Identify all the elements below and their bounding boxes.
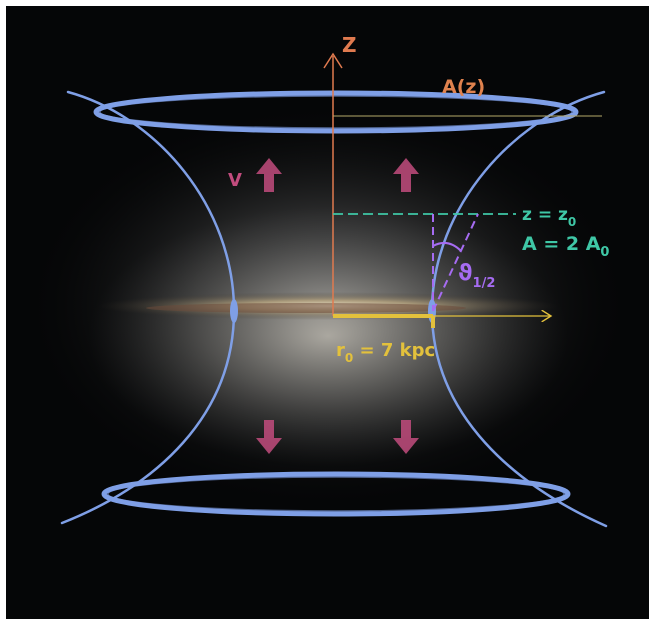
galaxy-dust-lane xyxy=(146,303,466,313)
r0-label: r0 = 7 kpc xyxy=(336,340,435,365)
flux-tube-diagram: Z A(z) V z = z0 A = 2 A0 ϑ1/2 r0 = 7 kpc xyxy=(28,33,628,528)
z0-subscript: 0 xyxy=(568,215,576,229)
a-eq-subscript: 0 xyxy=(600,245,609,260)
r0-value: = 7 kpc xyxy=(353,340,435,361)
bottom-ring xyxy=(101,471,571,517)
bottom-ring-inner xyxy=(107,476,565,512)
r0-subscript: 0 xyxy=(345,351,353,365)
theta-symbol: ϑ xyxy=(458,261,473,286)
arrow-icon xyxy=(393,158,419,192)
velocity-label: V xyxy=(228,170,242,191)
r0-symbol: r xyxy=(336,340,345,361)
galaxy-glow xyxy=(88,206,568,466)
velocity-arrows xyxy=(256,158,419,454)
top-ring-inner xyxy=(99,95,573,129)
z0-text: z = z xyxy=(522,205,568,225)
theta-construction xyxy=(432,213,479,312)
theta-subscript: 1/2 xyxy=(473,276,496,291)
arrow-icon xyxy=(393,420,419,454)
diagram-canvas: Z A(z) V z = z0 A = 2 A0 ϑ1/2 r0 = 7 kpc xyxy=(6,6,649,619)
z-axis xyxy=(323,52,343,316)
theta-label: ϑ1/2 xyxy=(458,261,495,291)
arrow-icon xyxy=(256,420,282,454)
top-ring xyxy=(93,90,579,134)
area-doubling-label: A = 2 A0 xyxy=(522,233,609,260)
theta-arc xyxy=(432,241,462,252)
area-label: A(z) xyxy=(442,76,485,98)
z-axis-label: Z xyxy=(342,33,357,57)
a-eq-text: A = 2 A xyxy=(522,233,601,255)
left-waist xyxy=(230,299,238,323)
z0-label: z = z0 xyxy=(522,205,576,229)
z-axis-arrowhead xyxy=(323,52,343,69)
theta-slanted-dashed xyxy=(432,213,479,312)
arrow-icon xyxy=(256,158,282,192)
